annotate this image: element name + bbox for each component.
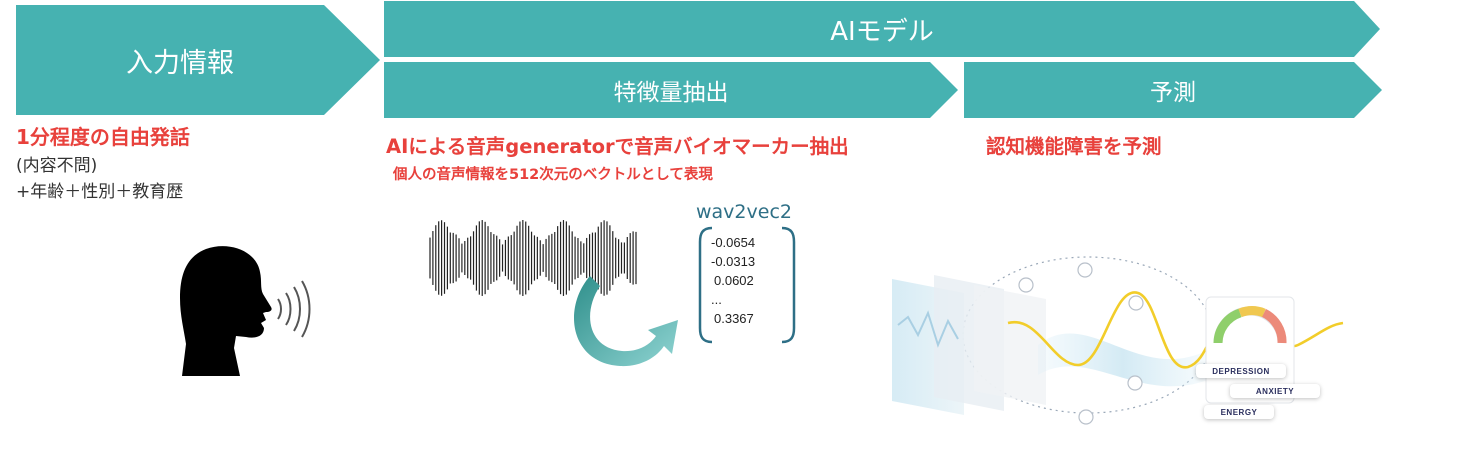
vector-value: 0.0602 xyxy=(714,273,754,288)
prediction-illustration xyxy=(892,256,1344,425)
waveform-icon xyxy=(429,220,637,296)
predict-banner: 予測 xyxy=(964,62,1382,118)
input-banner-shape xyxy=(16,5,380,115)
curved-arrow-icon xyxy=(574,276,678,367)
depression-chip: DEPRESSION xyxy=(1196,364,1286,378)
feature-headline: AIによる音声generatorで音声バイオマーカー抽出 xyxy=(386,135,849,158)
vector-values: -0.0654 -0.0313 0.0602 ... 0.3367 xyxy=(711,233,755,328)
input-line-1: (内容不問) xyxy=(16,156,98,176)
input-line-2: +年齢＋性別＋教育歴 xyxy=(16,182,184,202)
face-icon xyxy=(1018,262,1144,425)
speaking-head-icon xyxy=(180,246,311,376)
vector-value: ... xyxy=(711,292,722,307)
ai-model-banner-shape xyxy=(384,1,1380,57)
feature-banner-shape xyxy=(384,62,958,118)
input-headline: 1分程度の自由発話 xyxy=(16,125,190,149)
vector-brackets xyxy=(698,226,796,344)
energy-chip: ENERGY xyxy=(1204,405,1274,419)
vector-value: -0.0654 xyxy=(711,235,756,250)
vector-value: 0.3367 xyxy=(714,311,754,326)
input-banner: 入力情報 xyxy=(16,5,380,115)
vector-value: -0.0313 xyxy=(711,254,756,269)
anxiety-chip: ANXIETY xyxy=(1230,384,1320,398)
predict-banner-shape xyxy=(964,62,1382,118)
feature-banner: 特徴量抽出 xyxy=(384,62,958,118)
predict-headline: 認知機能障害を予測 xyxy=(986,135,1162,158)
feature-subtext: 個人の音声情報を512次元のベクトルとして表現 xyxy=(393,167,713,183)
sound-waves-icon xyxy=(277,298,282,320)
vector-label: wav2vec2 xyxy=(696,201,792,223)
ai-model-banner: AIモデル xyxy=(384,1,1380,57)
